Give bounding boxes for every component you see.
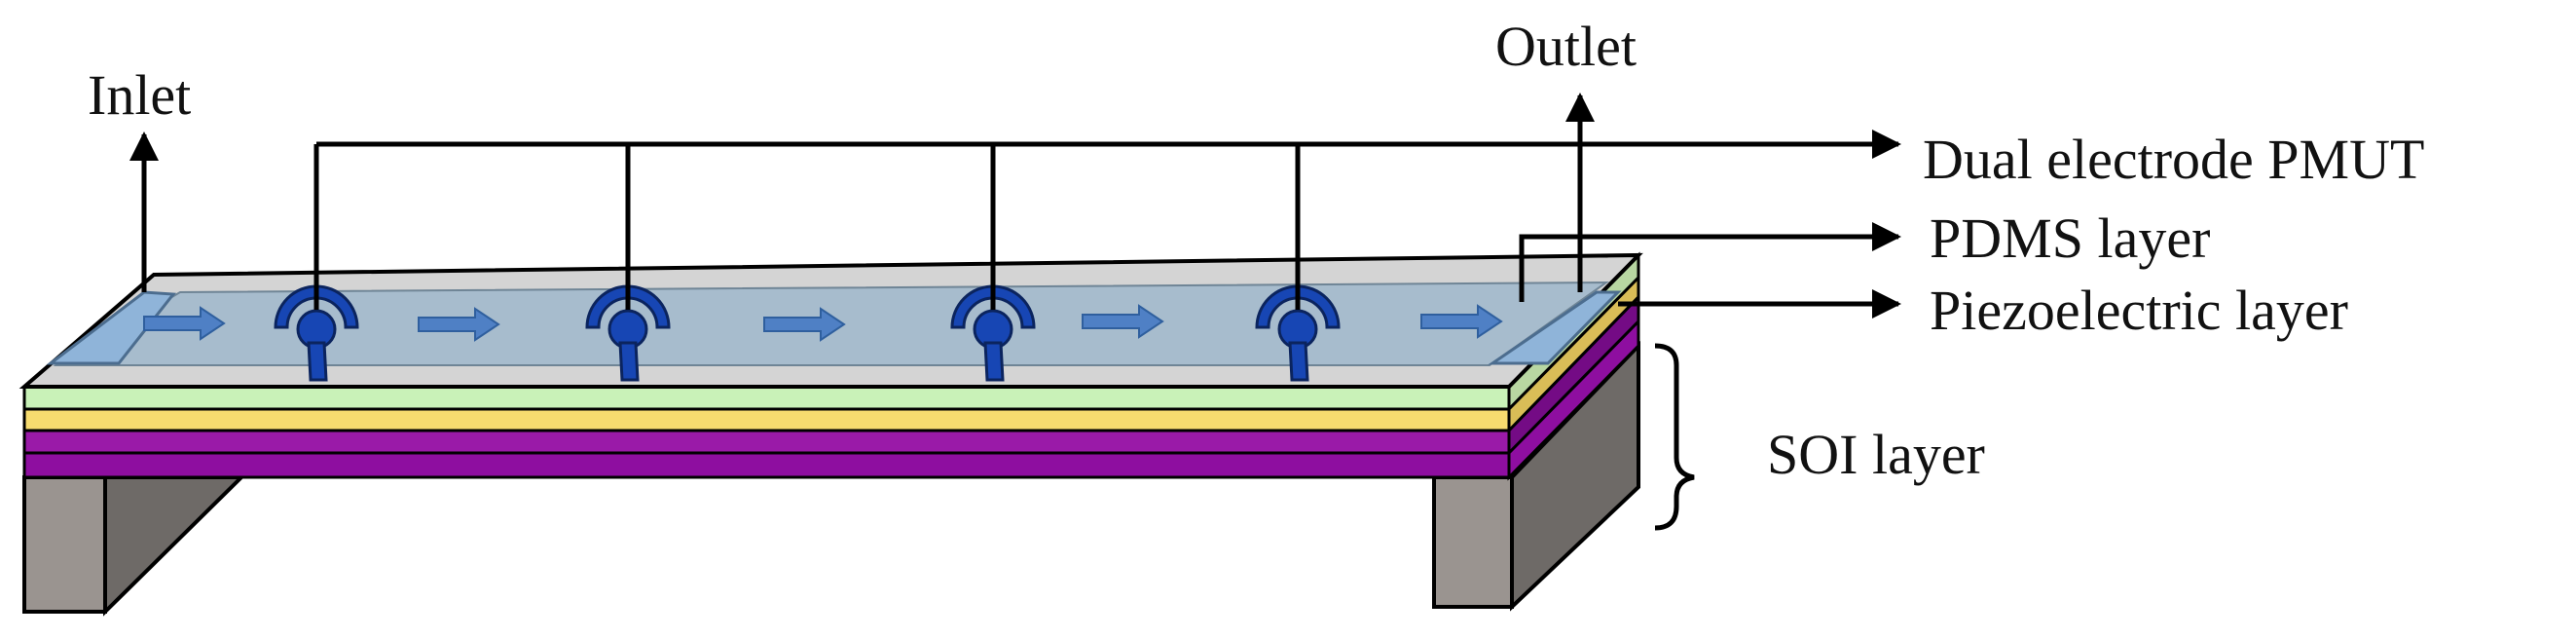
piezo-label: Piezoelectric layer	[1930, 279, 2348, 342]
right-support	[1432, 341, 1640, 612]
outlet-port	[1488, 290, 1622, 365]
piezoelectric-front	[22, 385, 1511, 411]
soi-label: SOI layer	[1767, 423, 1985, 486]
soi-front-1	[22, 429, 1511, 455]
pdms-label: PDMS layer	[1930, 206, 2210, 270]
pdms-callout-line	[1519, 222, 1901, 302]
inlet-label: Inlet	[88, 63, 191, 127]
soi-brace	[1654, 343, 1695, 531]
soi-front-2	[22, 451, 1511, 479]
outlet-label: Outlet	[1495, 15, 1637, 78]
inlet-port	[46, 290, 176, 365]
pmut-label: Dual electrode PMUT	[1923, 128, 2424, 191]
pmut-callout-lines	[313, 130, 1901, 310]
stack-front-faces	[22, 385, 1511, 479]
left-support	[22, 475, 246, 617]
electrode-front	[22, 407, 1511, 432]
